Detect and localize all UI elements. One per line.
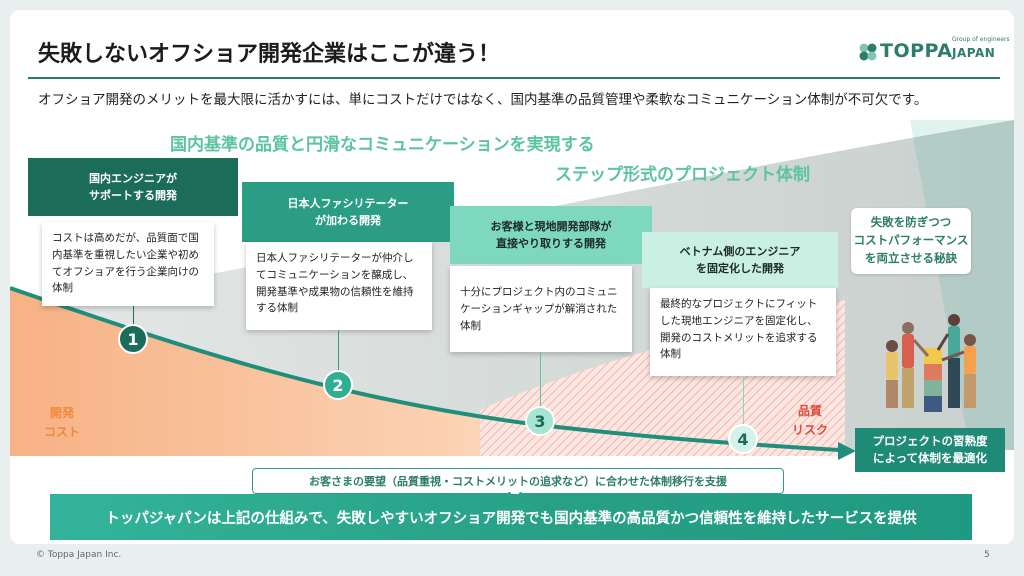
step-2-body: 日本人ファシリテーターが仲介してコミュニケーションを醸成し、開発基準や成果物の信… — [246, 242, 432, 330]
curve-arrowhead — [838, 442, 856, 460]
title-divider — [28, 77, 1000, 79]
logo-tagline: Group of engineers — [952, 36, 1010, 43]
intro-text: オフショア開発のメリットを最大限に活かすには、単にコストだけではなく、国内基準の… — [38, 92, 928, 108]
cost-area — [10, 288, 845, 456]
risk-label: 品質 リスク — [791, 404, 828, 437]
step-4-stem — [743, 376, 744, 424]
logo: TOPPA Group of engineers JAPAN — [858, 36, 1010, 66]
step-3-tab: お客様と現地開発部隊が 直接やり取りする開発 — [450, 206, 652, 264]
step-3-marker: 3 — [525, 406, 555, 436]
step-1-stem — [133, 306, 134, 328]
step-2-stem — [338, 330, 339, 370]
step-1-body: コストは高めだが、品質面で国内基準を重視したい企業や初めてオフショアを行う企業向… — [42, 222, 214, 306]
logo-brand: TOPPA — [880, 40, 953, 62]
optimize-box: プロジェクトの習熟度 によって体制を最適化 — [855, 428, 1005, 472]
step-2-marker: 2 — [323, 370, 353, 400]
step-1-marker: 1 — [118, 324, 148, 354]
teamwork-illustration — [886, 314, 976, 412]
page-title: 失敗しないオフショア開発企業はここが違う！ — [38, 42, 501, 67]
slide-card: 失敗しないオフショア開発企業はここが違う！ TOPPA Group of eng… — [10, 10, 1014, 544]
step-4-marker: 4 — [728, 424, 758, 454]
headline-primary: 国内基準の品質と円滑なコミュニケーションを実現する — [170, 135, 595, 155]
headline-secondary: ステップ形式のプロジェクト体制 — [555, 165, 810, 185]
green-edge-shape — [910, 120, 1014, 450]
step-3-body: 十分にプロジェクト内のコミュニケーションギャップが解消された体制 — [450, 266, 632, 352]
logo-suffix: JAPAN — [952, 46, 996, 60]
step-4-tab: ベトナム側のエンジニア を固定化した開発 — [642, 232, 838, 288]
step-2-tab: 日本人ファシリテーター が加わる開発 — [242, 182, 454, 242]
clover-icon — [859, 43, 877, 61]
copyright: © Toppa Japan Inc. — [36, 550, 122, 560]
support-callout: お客さまの要望（品質重視・コストメリットの追求など）に合わせた体制移行を支援 — [252, 468, 784, 494]
cost-label: 開発 コスト — [43, 406, 80, 439]
step-4-body: 最終的なプロジェクトにフィットした現地エンジニアを固定化し、開発のコストメリット… — [650, 288, 836, 376]
step-1-tab: 国内エンジニアが サポートする開発 — [28, 158, 238, 216]
page-number: 5 — [984, 550, 990, 560]
step-3-stem — [540, 352, 541, 406]
secret-box: 失敗を防ぎつつ コストパフォーマンス を両立させる秘訣 — [851, 208, 971, 274]
summary-banner: トッパジャパンは上記の仕組みで、失敗しやすいオフショア開発でも国内基準の高品質か… — [50, 494, 972, 540]
